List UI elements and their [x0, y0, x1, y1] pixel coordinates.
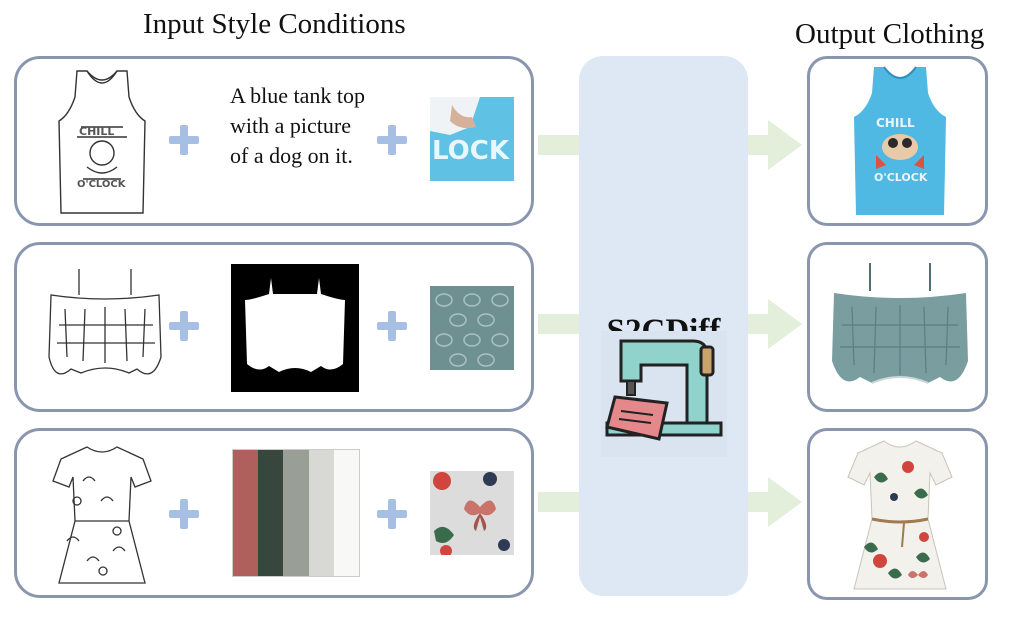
input-row-2 — [14, 242, 534, 412]
plus-icon — [169, 125, 199, 155]
model-panel: S2CDiff — [579, 56, 748, 596]
palette-swatch-5 — [333, 450, 360, 576]
palette-swatch-3 — [283, 450, 309, 576]
sewing-machine-icon — [601, 331, 727, 457]
blue-tank-top: CHILL O'CLOCK — [854, 66, 946, 215]
plus-icon — [169, 311, 199, 341]
svg-text:CHILL: CHILL — [79, 125, 114, 138]
dress-sketch — [52, 446, 152, 584]
mask-condition — [231, 264, 359, 392]
svg-text:O'CLOCK: O'CLOCK — [77, 179, 127, 190]
plus-icon — [169, 499, 199, 529]
svg-text:CHILL: CHILL — [876, 116, 915, 130]
svg-text:O'CLOCK: O'CLOCK — [874, 171, 928, 184]
lace-texture — [430, 286, 514, 370]
svg-text:LOCK: LOCK — [432, 136, 510, 166]
output-heading: Output Clothing — [795, 18, 985, 50]
blue-print-texture: LOCK — [430, 97, 514, 181]
plus-icon — [377, 499, 407, 529]
output-card-1: CHILL O'CLOCK — [807, 56, 988, 226]
palette-swatch-4 — [308, 450, 334, 576]
input-heading: Input Style Conditions — [143, 8, 406, 40]
text-condition: A blue tank top with a picture of a dog … — [230, 83, 366, 168]
color-palette — [232, 449, 360, 577]
palette-swatch-1 — [233, 450, 259, 576]
input-row-3 — [14, 428, 534, 598]
arrow-head-1 — [768, 120, 802, 170]
tank-top-sketch: CHILL O'CLOCK — [58, 70, 146, 214]
input-row-1: CHILL O'CLOCK A blue tank top with a pic… — [14, 56, 534, 226]
plus-icon — [377, 311, 407, 341]
arrow-head-2 — [768, 299, 802, 349]
floral-dress — [847, 440, 953, 590]
output-card-2 — [807, 242, 988, 412]
sage-lace-top — [832, 263, 968, 384]
plus-icon — [377, 125, 407, 155]
output-card-3 — [807, 428, 988, 600]
arrow-head-3 — [768, 477, 802, 527]
palette-swatch-2 — [258, 450, 284, 576]
butterfly-floral-texture — [430, 471, 514, 555]
off-shoulder-top-sketch — [48, 269, 162, 375]
